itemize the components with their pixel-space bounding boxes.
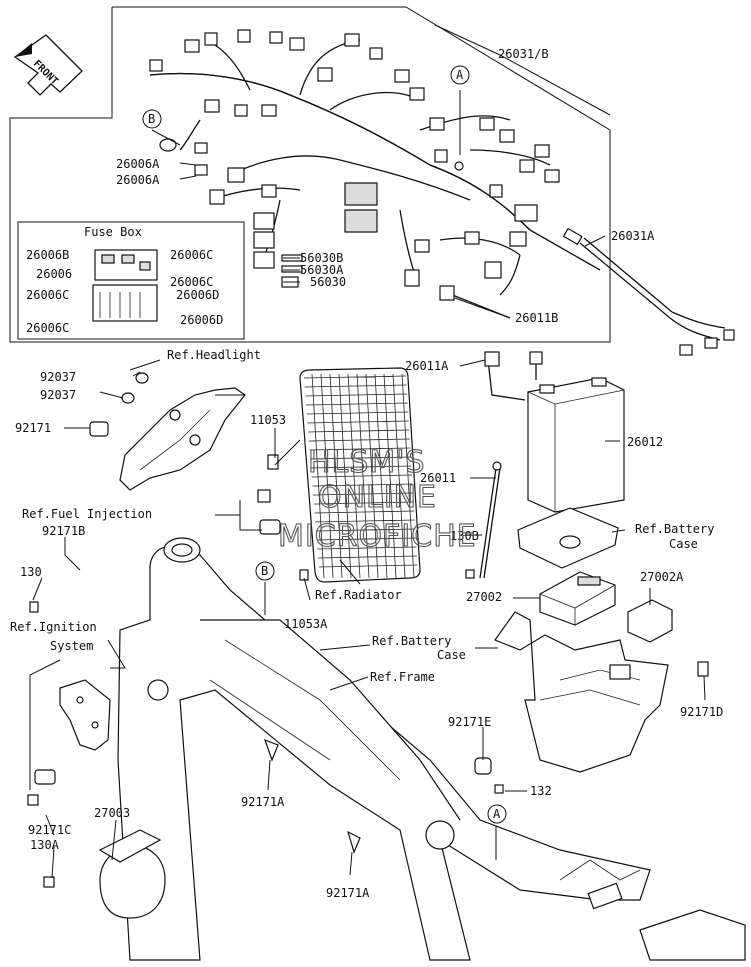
label-ref-battery-case-2: Case xyxy=(669,537,698,551)
label-92171c: 92171C xyxy=(28,823,71,837)
frame xyxy=(117,537,746,961)
fuse-label-26006b: 26006B xyxy=(26,248,69,262)
label-130b: 130B xyxy=(450,529,479,543)
main-wire-harness xyxy=(149,39,601,319)
battery xyxy=(479,351,625,579)
label-ref-fuel-injection: Ref.Fuel Injection xyxy=(22,507,152,521)
fuse-label-26006d-1: 26006D xyxy=(176,288,219,302)
label-92037-2: 92037 xyxy=(40,388,76,402)
headlight-bracket xyxy=(89,372,246,491)
label-26011b: 26011B xyxy=(515,311,558,325)
label-92171a-2: 92171A xyxy=(326,886,370,900)
fuse-label-26006d-2: 26006D xyxy=(180,313,223,327)
fuse-box-inset xyxy=(17,221,245,340)
label-ref-battery-case-1: Ref.Battery xyxy=(635,522,714,536)
fuse-box-title: Fuse Box xyxy=(84,225,142,239)
front-arrow-icon: FRONT xyxy=(13,34,83,96)
label-56030b: 56030B xyxy=(300,251,343,265)
label-56030a: 56030A xyxy=(300,263,344,277)
label-26011: 26011 xyxy=(420,471,456,485)
fuse-label-26006c-3: 26006C xyxy=(26,288,69,302)
ignition-bracket xyxy=(34,679,111,785)
label-11053: 11053 xyxy=(250,413,286,427)
label-132: 132 xyxy=(530,784,552,798)
label-92171e: 92171E xyxy=(448,715,491,729)
label-130a: 130A xyxy=(30,838,60,852)
label-ref-ignition: Ref.Ignition xyxy=(10,620,97,634)
marker-b-mid-label: B xyxy=(261,564,268,578)
ecu-27002 xyxy=(539,571,616,626)
fuel-injection-bracket xyxy=(257,454,281,535)
battery-case xyxy=(474,611,709,775)
cable-26031a xyxy=(562,227,735,356)
marker-a-top-label: A xyxy=(456,68,464,82)
relay-27002a xyxy=(627,599,673,643)
label-27002a: 27002A xyxy=(640,570,684,584)
small-fasteners xyxy=(27,569,504,888)
label-92037-1: 92037 xyxy=(40,370,76,384)
marker-b-top-label: B xyxy=(148,112,155,126)
battery-case-cover xyxy=(517,507,619,569)
radiator xyxy=(299,367,421,583)
label-11053a: 11053A xyxy=(284,617,328,631)
label-ref-frame: Ref.Frame xyxy=(370,670,435,684)
label-ref-battery-case-4: Case xyxy=(437,648,466,662)
label-92171: 92171 xyxy=(15,421,51,435)
label-26011a: 26011A xyxy=(405,359,449,373)
marker-a-bottom-label: A xyxy=(493,807,501,821)
label-27002: 27002 xyxy=(466,590,502,604)
watermark-line-3: MICROFICHE xyxy=(278,519,477,554)
label-ref-headlight: Ref.Headlight xyxy=(167,348,261,362)
watermark-line-1: HLSM'S xyxy=(308,445,426,480)
watermark: HLSM'S ONLINE MICROFICHE xyxy=(277,444,477,554)
marker-b-top: B xyxy=(142,109,162,129)
label-27003: 27003 xyxy=(94,806,130,820)
label-ref-radiator: Ref.Radiator xyxy=(315,588,402,602)
fuse-label-26006: 26006 xyxy=(36,267,72,281)
label-26031a: 26031A xyxy=(611,229,655,243)
label-26006a-1: 26006A xyxy=(116,157,160,171)
label-26012: 26012 xyxy=(627,435,663,449)
label-92171d: 92171D xyxy=(680,705,723,719)
marker-b-mid: B xyxy=(255,561,275,581)
marker-a-top: A xyxy=(450,65,470,85)
fuse-label-26006c-4: 26006C xyxy=(26,321,69,335)
label-130: 130 xyxy=(20,565,42,579)
label-26031b: 26031/B xyxy=(498,47,549,61)
label-system: System xyxy=(50,639,93,653)
horn-27003 xyxy=(98,829,166,919)
label-26006a-2: 26006A xyxy=(116,173,160,187)
label-56030: 56030 xyxy=(310,275,346,289)
fuse-label-26006c-1: 26006C xyxy=(170,248,213,262)
label-92171a-1: 92171A xyxy=(241,795,285,809)
marker-a-bottom: A xyxy=(487,804,507,824)
leader-lines xyxy=(29,24,706,879)
label-ref-battery-case-3: Ref.Battery xyxy=(372,634,451,648)
watermark-line-2: ONLINE xyxy=(318,480,437,515)
label-92171b: 92171B xyxy=(42,524,85,538)
fuse-label-26006c-2: 26006C xyxy=(170,275,213,289)
